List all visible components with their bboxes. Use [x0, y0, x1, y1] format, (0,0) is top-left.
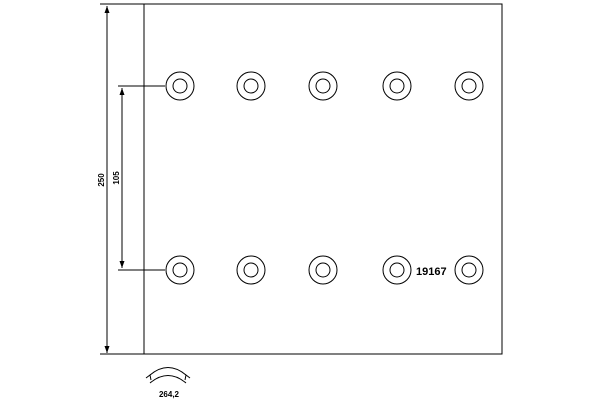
- arc-dimension-label: 264,2: [159, 390, 180, 399]
- rivet-hole-inner: [389, 78, 405, 94]
- rivet-hole-outer: [382, 71, 412, 101]
- rivet-hole-inner: [461, 262, 477, 278]
- rivet-hole-outer: [308, 255, 338, 285]
- rivet-hole-outer: [454, 71, 484, 101]
- rivet-hole-inner: [315, 78, 331, 94]
- rivet-hole-inner: [243, 78, 259, 94]
- rivet-hole-outer: [382, 255, 412, 285]
- lining-outline: [143, 3, 503, 355]
- arc-length-symbol: [145, 367, 191, 384]
- rivet-hole-inner: [389, 262, 405, 278]
- rivet-hole-inner: [172, 78, 188, 94]
- rivet-hole-outer: [308, 71, 338, 101]
- rivet-hole-inner: [172, 262, 188, 278]
- rivet-hole-inner: [243, 262, 259, 278]
- rivet-hole-outer: [165, 71, 195, 101]
- part-number: 19167: [416, 266, 447, 278]
- rivet-hole-outer: [236, 71, 266, 101]
- rivet-hole-inner: [461, 78, 477, 94]
- rivet-hole-outer: [165, 255, 195, 285]
- spacing-dimension-label: 105: [112, 171, 121, 185]
- rivet-hole-outer: [454, 255, 484, 285]
- rivet-hole-inner: [315, 262, 331, 278]
- height-dimension-label: 250: [97, 173, 106, 187]
- rivet-hole-outer: [236, 255, 266, 285]
- rivet-holes: [165, 71, 484, 285]
